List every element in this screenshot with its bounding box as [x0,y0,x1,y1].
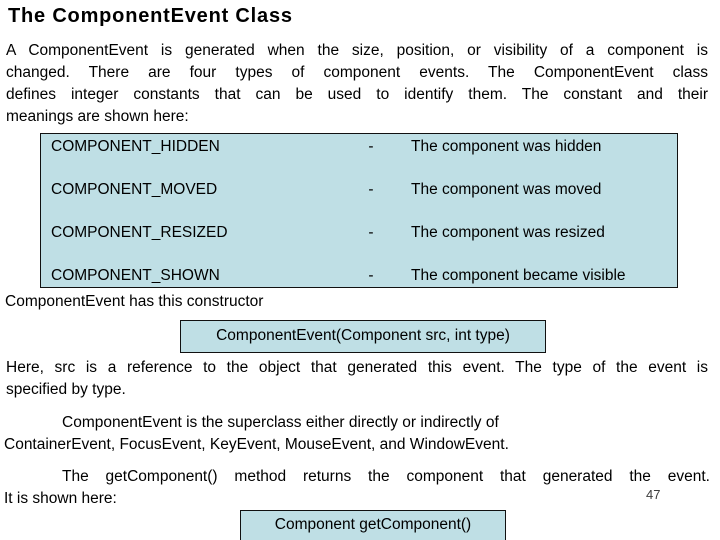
table-row: COMPONENT_SHOWN - The component became v… [51,267,669,285]
page-number: 47 [646,487,661,502]
table-row: COMPONENT_MOVED - The component was move… [51,181,669,199]
intro-paragraph: A ComponentEvent is generated when the s… [6,40,708,128]
constant-name: COMPONENT_HIDDEN [51,138,220,155]
text-line: The getComponent() method returns the co… [62,468,710,485]
separator-dash: - [368,267,374,284]
constant-meaning: The component was resized [411,224,605,241]
separator-dash: - [368,181,374,198]
text-line: defines integer constants that can be us… [6,86,708,103]
text-line: ComponentEvent is the superclass either … [62,414,499,431]
text-line: changed. There are four types of compone… [6,64,708,81]
constant-meaning: The component was moved [411,181,602,198]
text-line: ContainerEvent, FocusEvent, KeyEvent, Mo… [4,436,509,453]
text-line: It is shown here: [4,490,117,507]
text-line: Here, src is a reference to the object t… [6,359,708,376]
separator-dash: - [368,138,374,155]
getcomponent-paragraph: The getComponent() method returns the co… [4,466,710,510]
text-line: A ComponentEvent is generated when the s… [6,42,708,59]
constant-name: COMPONENT_MOVED [51,181,218,198]
separator-dash: - [368,224,374,241]
text-line: specified by type. [6,381,126,398]
table-row: COMPONENT_HIDDEN - The component was hid… [51,138,669,156]
text-line: meanings are shown here: [6,108,189,125]
constants-table: COMPONENT_HIDDEN - The component was hid… [40,133,678,288]
constant-name: COMPONENT_RESIZED [51,224,228,241]
constructor-signature-box: ComponentEvent(Component src, int type) [180,320,546,353]
superclass-paragraph: ComponentEvent is the superclass either … [4,412,710,456]
method-signature-box: Component getComponent() [240,510,506,540]
table-row: COMPONENT_RESIZED - The component was re… [51,224,669,242]
src-paragraph: Here, src is a reference to the object t… [6,357,708,401]
constant-meaning: The component was hidden [411,138,602,155]
constant-meaning: The component became visible [411,267,626,284]
constant-name: COMPONENT_SHOWN [51,267,220,284]
constructor-lead-text: ComponentEvent has this constructor [5,293,264,310]
page-title: The ComponentEvent Class [8,5,293,27]
